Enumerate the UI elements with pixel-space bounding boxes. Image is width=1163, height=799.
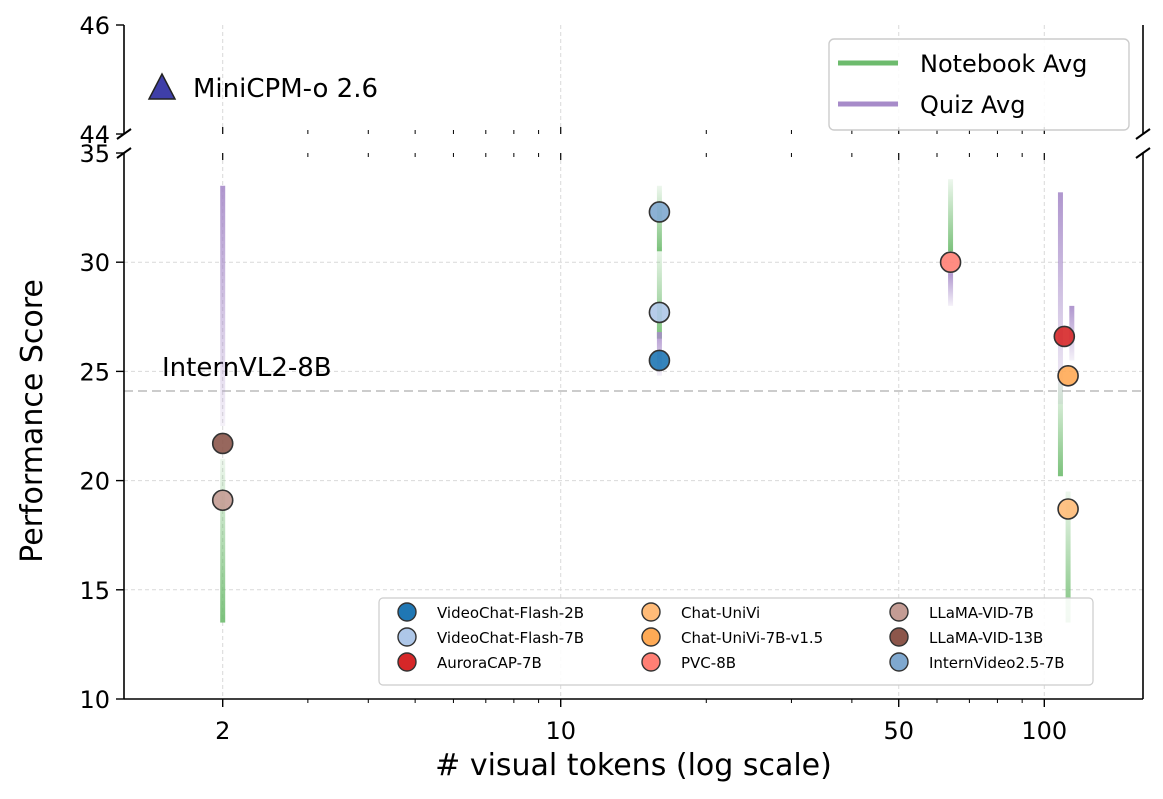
y-tick-label: 20 <box>79 468 110 496</box>
legend-label: LLaMA-VID-7B <box>929 604 1034 622</box>
data-point <box>939 251 962 274</box>
range-bars <box>220 179 1075 623</box>
axes-frame <box>116 25 1151 700</box>
range-bar <box>1065 491 1071 623</box>
range-bar <box>948 273 954 306</box>
legend-frame <box>378 597 1094 686</box>
range-bar <box>1057 192 1063 405</box>
data-point <box>1057 498 1079 520</box>
point-legend: VideoChat-Flash-2B VideoChat-Flash-7B Auro… <box>378 597 1094 686</box>
x-axis-label: # visual tokens (log scale) <box>435 748 832 783</box>
legend-label: Quiz Avg <box>920 91 1025 119</box>
legend-marker <box>641 652 661 672</box>
data-point <box>211 432 234 455</box>
highlight-label: MiniCPM-o 2.6 <box>193 74 378 104</box>
legend-label: LLaMA-VID-13B <box>929 629 1043 647</box>
y-tick-label: 30 <box>79 249 110 277</box>
legend-label: AuroraCAP-7B <box>437 654 542 672</box>
data-point <box>648 301 671 324</box>
legend-label: InternVideo2.5-7B <box>929 654 1065 672</box>
legend-label: Chat-UniVi-7B-v1.5 <box>681 629 823 647</box>
y-tick-label: 46 <box>79 12 110 40</box>
highlight-annotation: MiniCPM-o 2.6 <box>147 72 378 104</box>
legend-label: VideoChat-Flash-7B <box>437 629 584 647</box>
y-tick-label: 35 <box>79 140 110 168</box>
data-point <box>1057 364 1079 387</box>
reference-line-group: InternVL2-8B <box>124 353 1143 393</box>
data-point <box>648 201 671 223</box>
grid-lines <box>124 25 1143 699</box>
x-tick-label: 100 <box>1021 717 1067 745</box>
x-tick-label: 50 <box>883 717 914 745</box>
legend-marker <box>889 652 909 672</box>
range-bar <box>1057 382 1063 477</box>
legend-label: Notebook Avg <box>920 50 1087 78</box>
y-tick-label: 10 <box>79 686 110 714</box>
legend-marker <box>641 602 661 622</box>
y-axis-label: Performance Score <box>15 279 50 563</box>
legend-marker <box>889 627 909 647</box>
legend-label: PVC-8B <box>681 654 736 672</box>
legend-marker <box>889 602 909 622</box>
legend-marker <box>397 652 417 672</box>
legend-marker <box>397 602 417 622</box>
x-tick-label: 10 <box>545 717 576 745</box>
y-tick-label: 15 <box>79 577 110 605</box>
range-bar <box>948 179 954 252</box>
range-bar <box>220 185 226 426</box>
range-bar <box>656 246 662 339</box>
legend-marker <box>641 627 661 647</box>
reference-line-label: InternVL2-8B <box>162 353 332 383</box>
data-point <box>211 489 234 512</box>
data-points <box>211 201 1079 520</box>
y-tick-label: 44 <box>79 121 110 149</box>
legend-label: VideoChat-Flash-2B <box>437 604 584 622</box>
legend-label: Chat-UniVi <box>681 604 760 622</box>
legend-marker <box>397 627 417 647</box>
y-tick-label: 25 <box>79 358 110 386</box>
data-point <box>648 349 671 372</box>
axis-break-mark <box>1135 128 1151 140</box>
data-point <box>1053 325 1076 348</box>
x-tick-label: 2 <box>215 717 230 745</box>
axis-break-mark <box>1135 147 1151 159</box>
range-bar <box>220 458 226 623</box>
legend-frame <box>828 38 1130 131</box>
triangle-marker-icon <box>147 72 177 100</box>
